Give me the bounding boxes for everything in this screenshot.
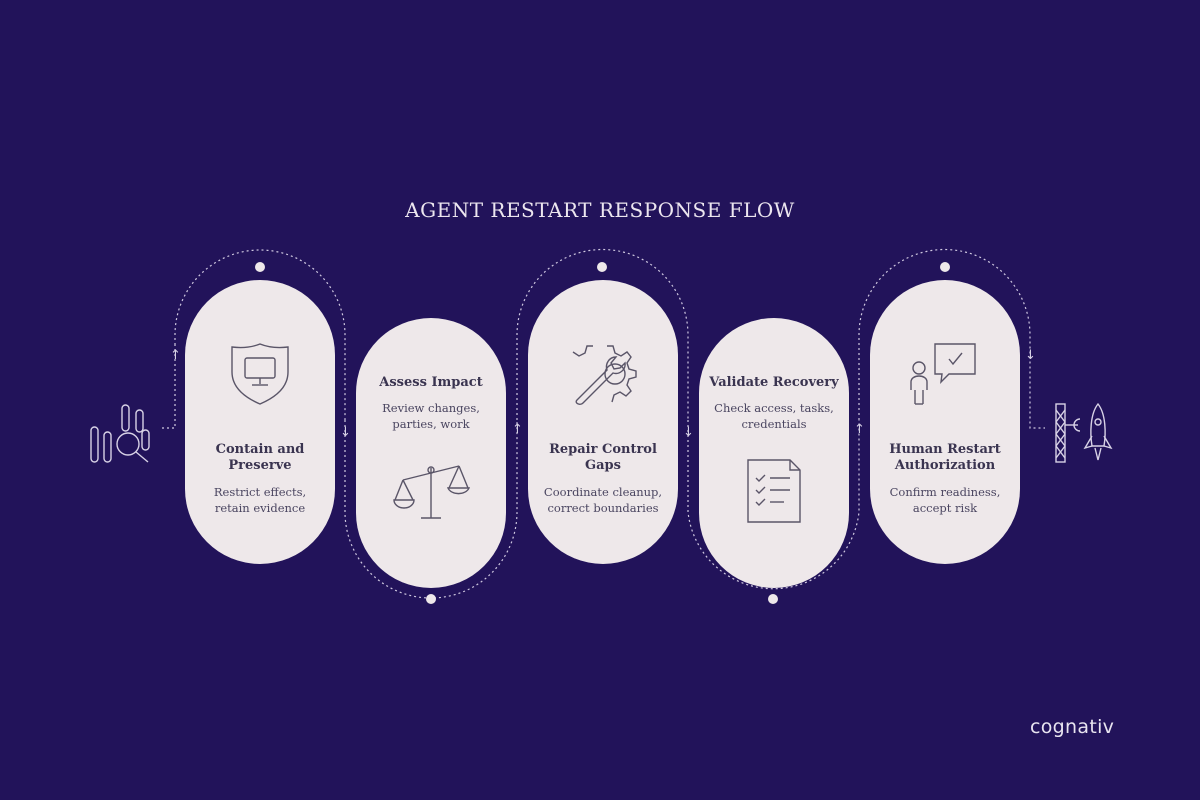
arrow-up-icon: ↑ xyxy=(854,422,865,437)
connector-node xyxy=(768,594,778,604)
step-card-repair-control-gaps: Repair Control Gaps Coordinate cleanup, … xyxy=(528,280,678,564)
rocket-launch-icon xyxy=(1055,402,1113,463)
balance-scale-icon xyxy=(393,465,471,519)
gear-wrench-icon xyxy=(572,345,637,405)
step-heading: Repair Control Gaps xyxy=(549,442,657,473)
step-heading: Assess Impact xyxy=(379,375,483,390)
arrow-down-icon: ↓ xyxy=(683,425,694,440)
step-card-assess-impact: Assess Impact Review changes, parties, w… xyxy=(356,318,506,588)
arrow-down-icon: ↓ xyxy=(1025,348,1036,363)
step-description: Confirm readiness, accept risk xyxy=(889,485,1001,515)
step-description: Coordinate cleanup, correct boundaries xyxy=(543,485,663,515)
arrow-up-icon: ↑ xyxy=(512,422,523,437)
step-description: Review changes, parties, work xyxy=(382,401,480,431)
arrow-up-icon: ↑ xyxy=(170,348,181,363)
monitor-shield-icon xyxy=(231,343,289,405)
step-card-human-restart-authorization: Human Restart Authorization Confirm read… xyxy=(870,280,1020,564)
connector-node xyxy=(597,262,607,272)
analysis-chart-magnifier-icon xyxy=(90,404,150,463)
step-heading: Contain and Preserve xyxy=(215,442,305,473)
step-description: Restrict effects, retain evidence xyxy=(213,485,307,515)
brand-logo: cognativ xyxy=(1030,716,1115,738)
connector-node xyxy=(255,262,265,272)
diagram-title: AGENT RESTART RESPONSE FLOW xyxy=(405,198,795,222)
step-heading: Validate Recovery xyxy=(709,375,839,390)
checklist-document-icon xyxy=(747,459,801,523)
step-heading: Human Restart Authorization xyxy=(889,442,1001,473)
arrow-down-icon: ↓ xyxy=(340,425,351,440)
person-chat-approval-icon xyxy=(910,343,976,405)
step-description: Check access, tasks, credentials xyxy=(714,401,834,431)
step-card-validate-recovery: Validate Recovery Check access, tasks, c… xyxy=(699,318,849,588)
connector-node xyxy=(940,262,950,272)
connector-node xyxy=(426,594,436,604)
step-card-contain-and-preserve: Contain and Preserve Restrict effects, r… xyxy=(185,280,335,564)
